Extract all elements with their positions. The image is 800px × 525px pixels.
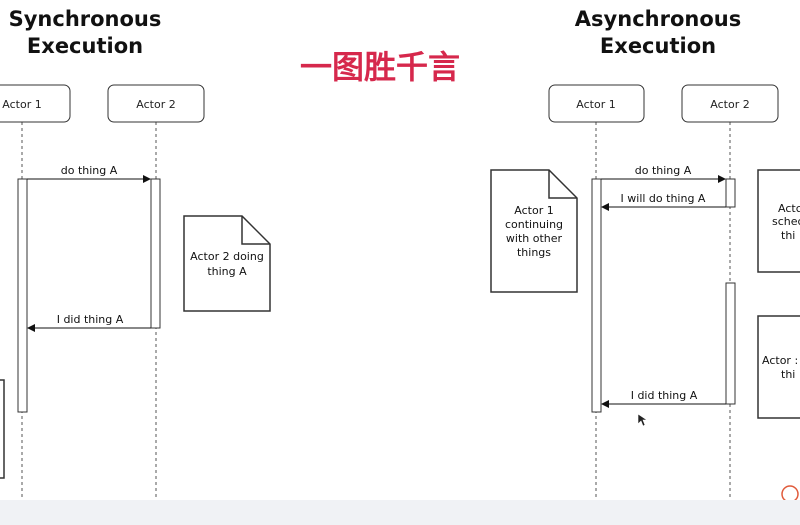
async-left-note-line2: continuing: [505, 218, 563, 231]
async-actor2-box: [681, 84, 779, 123]
async-diagram: Asynchronous Execution Actor 1 Actor 2 d…: [490, 7, 800, 500]
async-left-note-shape: [490, 169, 578, 293]
sync-note-line1: Actor 2 doing: [190, 250, 264, 263]
async-actor1-label: Actor 1: [576, 98, 615, 111]
async-right-top-note-line2: schec: [772, 215, 800, 228]
sync-actor2-box: [107, 84, 205, 123]
sync-note-shape: [183, 215, 271, 312]
sync-reply-label: I did thing A: [57, 313, 124, 326]
async-reply-label: I did thing A: [631, 389, 698, 402]
banner-text: 一图胜千言: [300, 48, 460, 86]
async-title-line1: Asynchronous: [575, 7, 741, 31]
sync-actor2-activation: [150, 178, 161, 329]
async-title-line2: Execution: [600, 34, 716, 58]
sync-actor1-activation: [17, 178, 28, 413]
async-left-note-fold: [548, 170, 577, 199]
async-right-bottom-note-line2: thi: [781, 368, 795, 381]
async-right-top-note-line3: thi: [781, 229, 795, 242]
async-right-bottom-note: [757, 315, 800, 419]
sync-actor1-label: Actor 1: [2, 98, 41, 111]
async-left-note-line4: things: [517, 246, 551, 259]
async-actor1-activation: [591, 178, 602, 413]
async-left-note-line1: Actor 1: [514, 204, 553, 217]
async-right-top-note: [757, 169, 800, 273]
async-actor2-label: Actor 2: [710, 98, 749, 111]
sync-partial-note: [0, 379, 5, 479]
async-actor2-activation-1: [725, 178, 736, 208]
async-left-note-line3: with other: [506, 232, 563, 245]
sync-title-line1: Synchronous: [9, 7, 162, 31]
sync-note-line2: thing A: [207, 265, 247, 278]
bottom-bar: [0, 500, 800, 525]
async-actor2-activation-2: [725, 282, 736, 405]
sync-diagram: Synchronous Execution Actor 1 Actor 2 do…: [0, 7, 271, 500]
sync-note-fold: [241, 216, 270, 245]
async-ack-label: I will do thing A: [621, 192, 706, 205]
sync-actor1-box: [0, 84, 71, 123]
async-request-label: do thing A: [635, 164, 692, 177]
sync-request-label: do thing A: [61, 164, 118, 177]
sync-actor2-label: Actor 2: [136, 98, 175, 111]
sync-title-line2: Execution: [27, 34, 143, 58]
async-right-bottom-note-line1: Actor :: [762, 354, 798, 367]
async-actor1-box: [548, 84, 645, 123]
mouse-cursor-icon: [637, 413, 648, 427]
async-right-top-note-line1: Actc: [778, 202, 800, 215]
